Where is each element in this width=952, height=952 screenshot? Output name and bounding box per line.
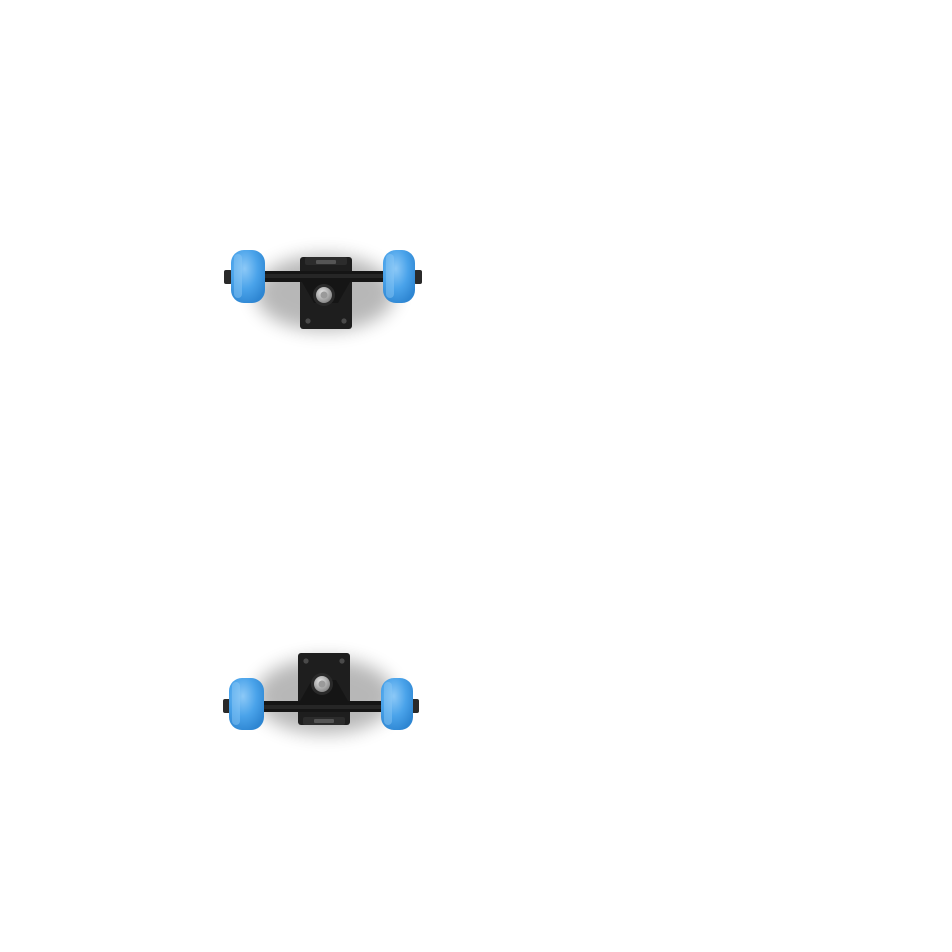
kingpin <box>313 284 335 306</box>
mounting-bolt <box>305 318 311 324</box>
skateboard-truck-bottom <box>220 648 430 758</box>
wheel-right <box>383 250 415 303</box>
wheel-right <box>381 678 413 730</box>
skateboard-truck-top-graphic <box>224 250 422 331</box>
mounting-bolt <box>341 318 347 324</box>
wheel-left <box>231 250 265 303</box>
wheel-left <box>229 678 264 730</box>
mounting-bolt <box>303 658 309 664</box>
kingpin <box>311 673 333 695</box>
mounting-bolt <box>339 658 345 664</box>
skateboard-truck-bottom-graphic <box>223 653 419 734</box>
hanger <box>252 680 400 712</box>
axle-nut-right <box>414 270 422 284</box>
skateboard-truck-top <box>220 225 430 335</box>
axle-nut-left <box>224 270 232 284</box>
